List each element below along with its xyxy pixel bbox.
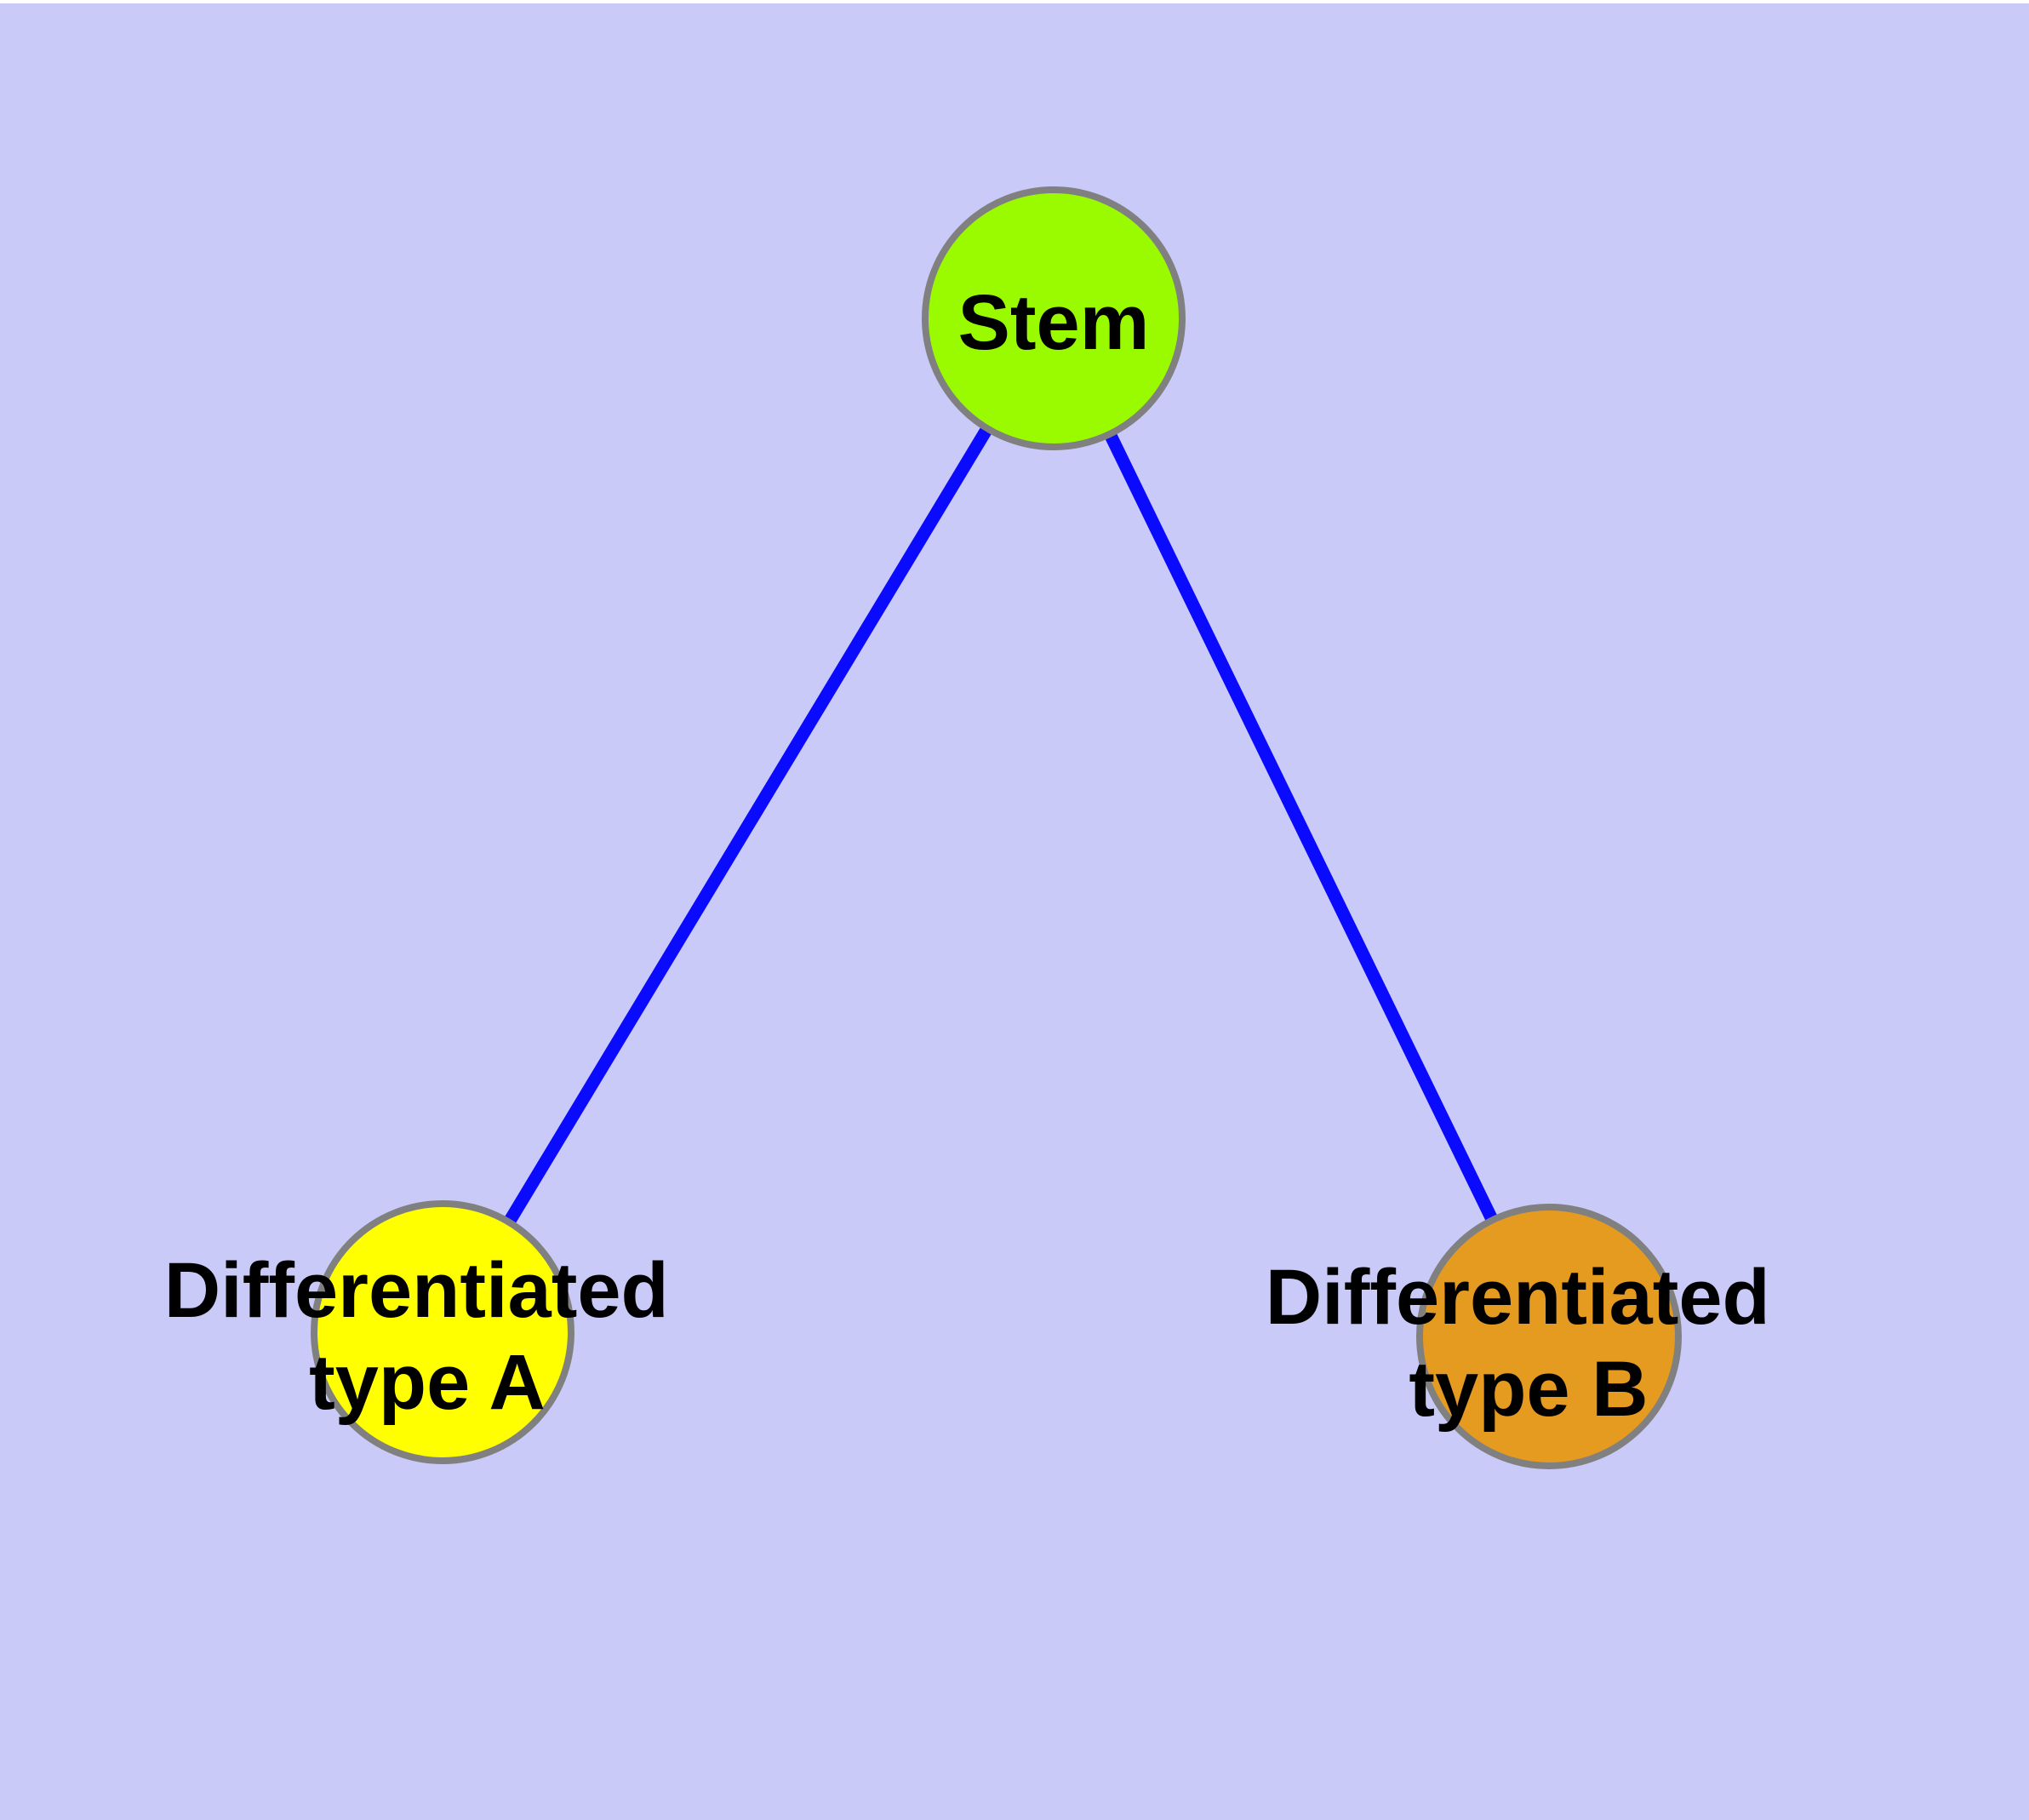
node-differentiated-type-b: Differentiated type B <box>1266 1204 1792 1469</box>
edge-stem-to-type-a <box>437 315 1060 1336</box>
edge-stem-to-type-b <box>1048 315 1555 1340</box>
type-a-node-label: Differentiated type A <box>164 1247 691 1426</box>
type-b-label-line-2: type B <box>1409 1346 1648 1433</box>
type-a-label-line-1: Differentiated <box>164 1247 669 1334</box>
stem-node-label: Stem <box>958 279 1150 366</box>
top-border-strip <box>0 0 2029 3</box>
type-b-label-line-1: Differentiated <box>1266 1254 1770 1341</box>
node-stem: Stem <box>922 186 1186 450</box>
type-b-node-circle <box>1416 1204 1682 1469</box>
type-a-label-line-2: type A <box>309 1339 546 1426</box>
type-a-node-circle <box>311 1200 574 1464</box>
node-differentiated-type-a: Differentiated type A <box>164 1200 691 1464</box>
stem-node-circle <box>922 186 1186 450</box>
type-b-node-label: Differentiated type B <box>1266 1254 1792 1433</box>
